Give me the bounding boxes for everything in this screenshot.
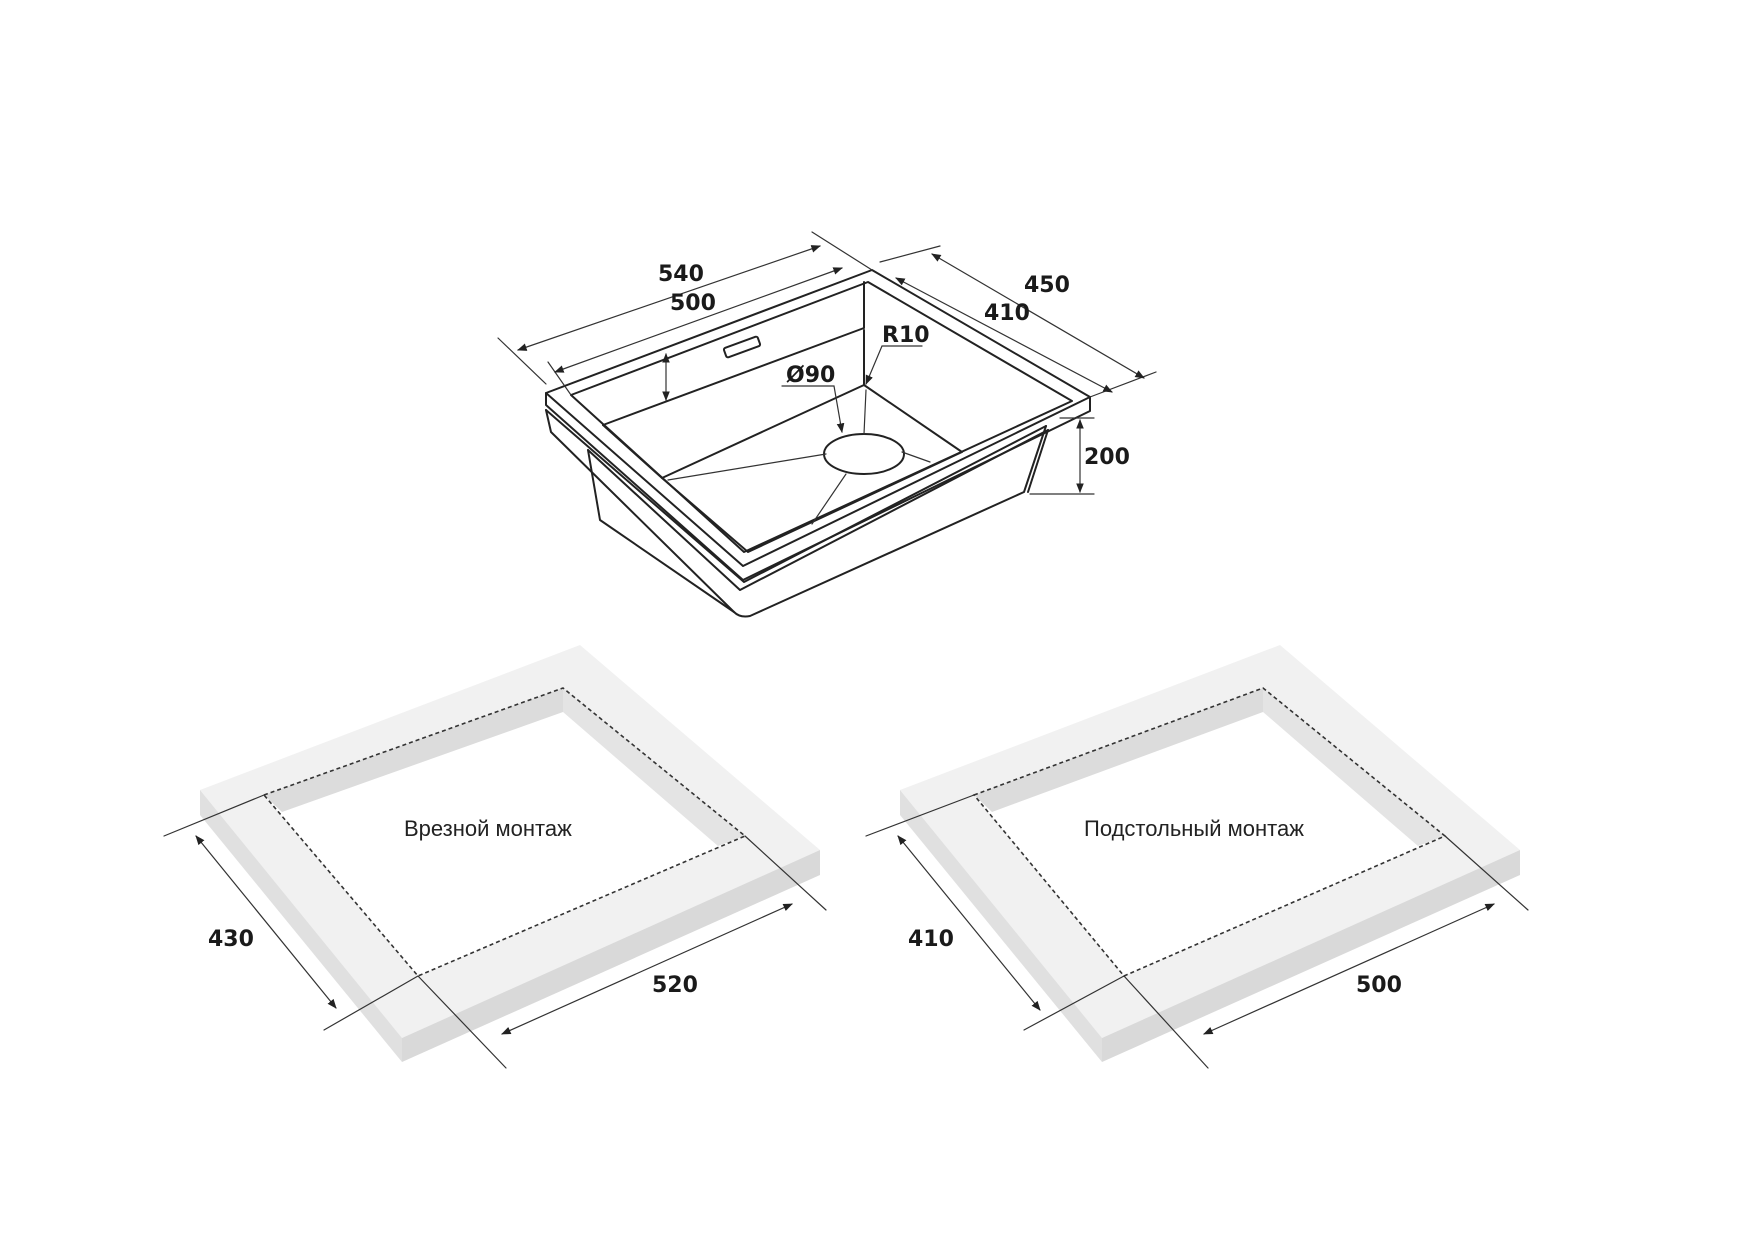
under-dim-text-width: 410 (908, 927, 954, 952)
dim-text-r10: R10 (882, 323, 930, 348)
sink-body-rim-bottom (545, 409, 1047, 583)
under-dim-ext-1 (865, 794, 975, 837)
dim-line-410 (895, 277, 1113, 393)
sink-rim-outer-thickness (545, 392, 1091, 581)
dim-text-410: 410 (984, 301, 1030, 326)
under-slab-front-right (1102, 850, 1520, 1062)
flush-dim-line-length (501, 903, 793, 1035)
under-dim-ext-4 (1444, 835, 1529, 911)
sink-side-right (1027, 429, 1049, 493)
sink-side-left (587, 449, 735, 613)
dim-text-drain: Ø90 (786, 363, 835, 388)
drain-hole (823, 433, 905, 475)
flush-dim-text-width: 430 (208, 927, 254, 952)
dim-text-540: 540 (658, 262, 704, 287)
dim-text-450: 450 (1024, 273, 1070, 298)
under-dim-line-length (1203, 903, 1495, 1035)
dim-line-450-ext-top (879, 245, 941, 263)
flush-cutout-outline (262, 687, 747, 977)
drain-rib-2 (901, 451, 931, 463)
flush-mount-label: Врезной монтаж (404, 816, 572, 841)
dim-line-500-ext-left (547, 361, 572, 396)
under-dim-ext-2 (1023, 975, 1125, 1031)
flush-dim-ext-4 (744, 835, 827, 911)
flush-dim-text-length: 520 (652, 973, 698, 998)
sink-front-left (602, 424, 663, 479)
sink-drawing: 540 500 450 410 R10 Ø90 200 (497, 231, 1157, 618)
dim-text-200: 200 (1084, 445, 1130, 470)
flush-slab-top (200, 645, 820, 1038)
dim-line-540-ext-left (497, 337, 547, 385)
drain-rib-4 (863, 389, 867, 435)
flush-dim-ext-1 (163, 794, 265, 837)
undermount-slab: Подстольный монтаж 410 500 (865, 645, 1529, 1069)
undermount-label: Подстольный монтаж (1084, 816, 1304, 841)
dim-line-540-ext-right (811, 231, 873, 271)
flush-dim-ext-3 (417, 975, 507, 1069)
flush-mount-slab: Врезной монтаж 430 520 (163, 645, 827, 1069)
dim-line-450-ext-bottom (1089, 371, 1157, 398)
sink-bowl-bottom (661, 384, 963, 553)
flush-hole-wall-right (563, 688, 745, 846)
under-dim-line-width (897, 835, 1041, 1011)
flush-hole-wall-back (264, 688, 563, 812)
dim-line-500 (554, 267, 843, 373)
leader-radius (865, 345, 923, 385)
drain-rib-1 (667, 453, 827, 481)
flush-dim-line-width (195, 835, 337, 1009)
drain-rib-3 (811, 473, 847, 525)
dim-text-500: 500 (670, 291, 716, 316)
sink-lip (587, 429, 1049, 591)
overflow-slot (722, 335, 762, 359)
under-dim-ext-3 (1123, 975, 1209, 1069)
under-hole-wall-right (1263, 688, 1445, 846)
sink-back-wall (602, 281, 865, 426)
under-dim-text-length: 500 (1356, 973, 1402, 998)
under-slab-top (900, 645, 1520, 1038)
leader-drain (781, 385, 845, 433)
under-hole-wall-back (974, 688, 1263, 812)
flush-dim-ext-2 (323, 975, 419, 1031)
